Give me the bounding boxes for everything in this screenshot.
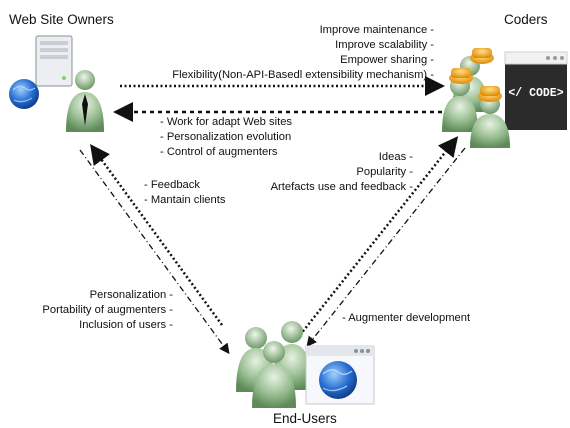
- users-group-icon: [236, 321, 312, 408]
- flow-owners-coders-4: Flexibility(Non-API-Basedl extensibility…: [172, 69, 434, 81]
- arrow-owners-to-users: [79, 149, 230, 355]
- owner-person-icon: [66, 70, 104, 132]
- flow-coders-users-1: - Augmenter development: [342, 312, 471, 324]
- flow-users-coders-3: Artefacts use and feedback -: [270, 181, 413, 193]
- flow-users-owners-1: - Feedback: [144, 179, 200, 191]
- flow-owners-coders-3: Empower sharing -: [340, 54, 434, 66]
- arrow-users-to-owners: [90, 143, 224, 326]
- coders-title: Coders: [504, 12, 548, 27]
- flow-owners-coders-2: Improve scalability -: [335, 39, 434, 51]
- flow-owners-users-1: Personalization -: [89, 289, 173, 301]
- arrow-users-to-coders: [299, 136, 459, 336]
- flow-coders-owners-2: - Personalization evolution: [160, 131, 292, 143]
- user-globe-icon: [319, 361, 357, 399]
- flow-coders-owners-1: - Work for adapt Web sites: [160, 116, 293, 128]
- coin-hats-icon: [449, 48, 502, 102]
- flow-coders-owners-3: - Control of augmenters: [160, 146, 278, 158]
- arrow-coders-to-users: [306, 147, 466, 348]
- owners-title: Web Site Owners: [9, 12, 114, 27]
- flow-users-coders-1: Ideas -: [378, 151, 413, 163]
- flow-owners-coders-1: Improve maintenance -: [319, 24, 434, 36]
- flow-owners-users-3: Inclusion of users -: [79, 319, 173, 331]
- owner-globe-icon: [9, 79, 39, 109]
- server-icon: [35, 35, 73, 87]
- flow-owners-users-2: Portability of augmenters -: [42, 304, 173, 316]
- flow-users-coders-2: Popularity -: [356, 166, 413, 178]
- flow-users-owners-2: - Mantain clients: [144, 194, 226, 206]
- code-badge-text: </ CODE>: [508, 87, 563, 100]
- code-window-icon: </ CODE>: [504, 51, 568, 130]
- users-title: End-Users: [273, 411, 337, 426]
